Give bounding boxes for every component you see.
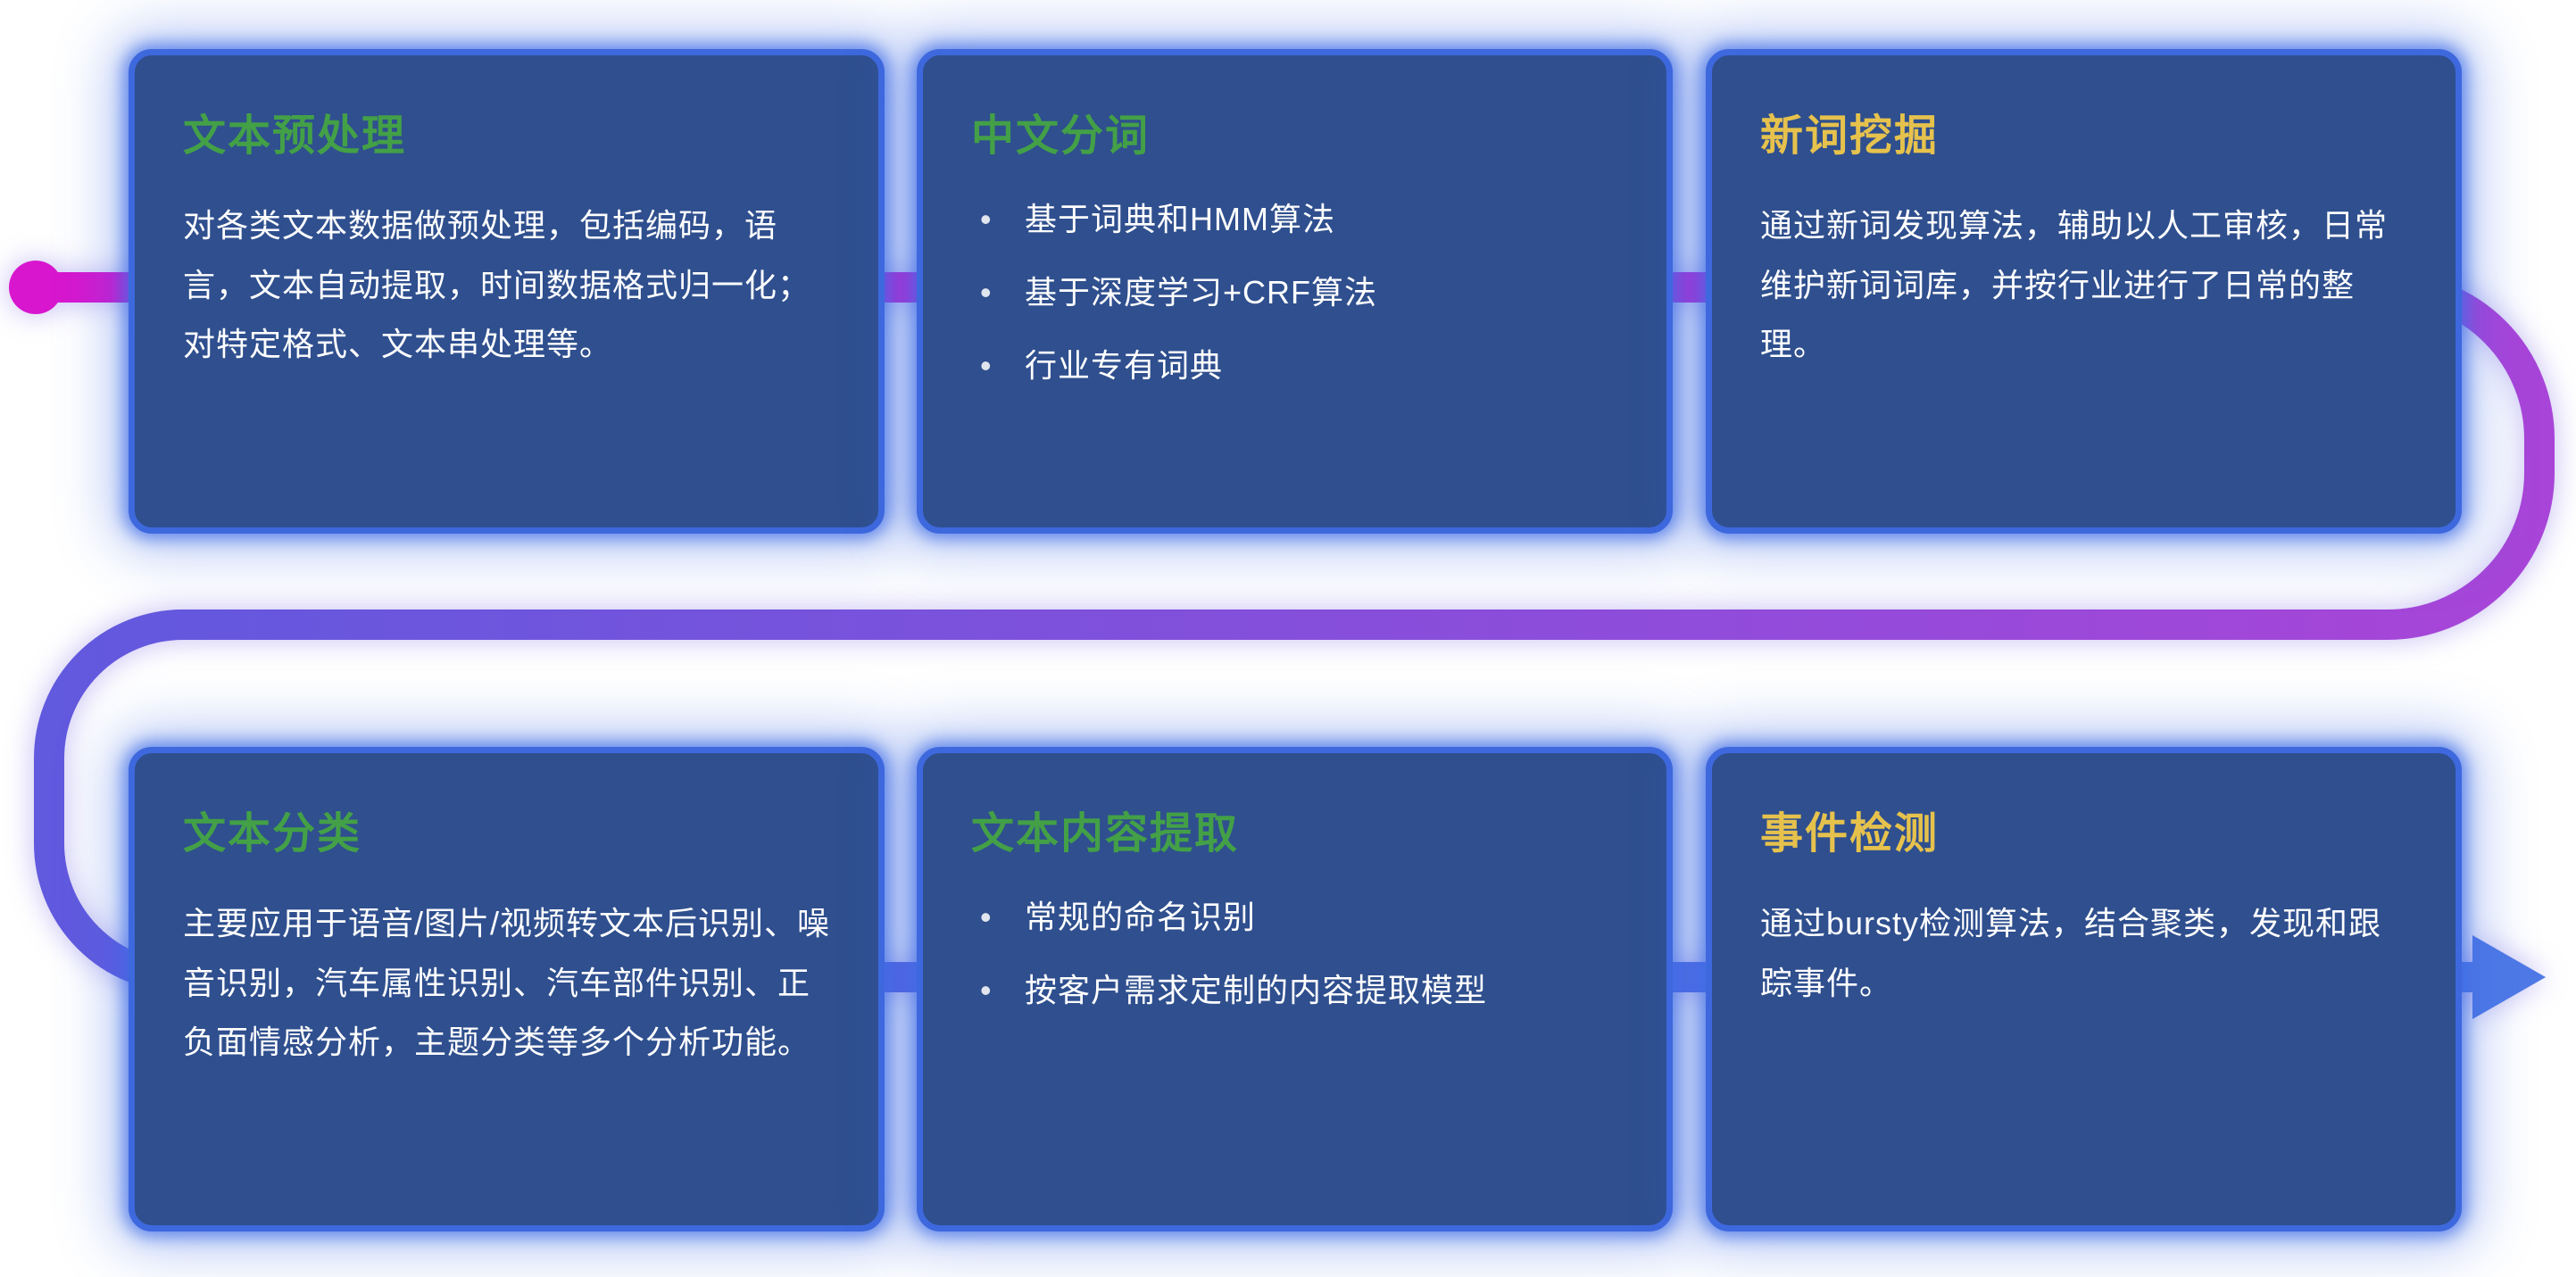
card-text-content-extraction: 文本内容提取 常规的命名识别按客户需求定制的内容提取模型 <box>917 747 1673 1231</box>
card-body-text: 主要应用于语音/图片/视频转文本后识别、噪音识别，汽车属性识别、汽车部件识别、正… <box>183 905 831 1061</box>
card-text-classification: 文本分类 主要应用于语音/图片/视频转文本后识别、噪音识别，汽车属性识别、汽车部… <box>129 747 885 1231</box>
card-title: 文本内容提取 <box>971 810 1240 858</box>
card-text-preprocessing: 文本预处理 对各类文本数据做预处理，包括编码，语言，文本自动提取，时间数据格式归… <box>129 49 885 534</box>
flow-segment-middle <box>34 456 2555 800</box>
card-title: 文本分类 <box>183 810 362 858</box>
card-title: 新词挖掘 <box>1760 112 1940 160</box>
card-bullet-list: 基于词典和HMM算法基于深度学习+CRF算法行业专有词典 <box>971 196 1618 390</box>
card-body-text: 通过bursty检测算法，结合聚类，发现和跟踪事件。 <box>1760 905 2382 1001</box>
card-body-text: 对各类文本数据做预处理，包括编码，语言，文本自动提取，时间数据格式归一化；对特定… <box>183 207 811 363</box>
card-title: 文本预处理 <box>183 112 407 160</box>
card-chinese-word-segmentation: 中文分词 基于词典和HMM算法基于深度学习+CRF算法行业专有词典 <box>917 49 1673 534</box>
bullet-item: 行业专有词典 <box>971 343 1618 389</box>
arrow-right-icon <box>2472 935 2546 1019</box>
card-new-word-mining: 新词挖掘 通过新词发现算法，辅助以人工审核，日常维护新词词库，并按行业进行了日常… <box>1706 49 2462 534</box>
card-title: 中文分词 <box>971 112 1151 160</box>
card-bullet-list: 常规的命名识别按客户需求定制的内容提取模型 <box>971 894 1618 1015</box>
bullet-item: 基于深度学习+CRF算法 <box>971 269 1618 316</box>
card-title: 事件检测 <box>1760 810 1940 858</box>
bullet-item: 常规的命名识别 <box>971 894 1618 941</box>
card-event-detection: 事件检测 通过bursty检测算法，结合聚类，发现和跟踪事件。 <box>1706 747 2462 1231</box>
card-body-text: 通过新词发现算法，辅助以人工审核，日常维护新词词库，并按行业进行了日常的整理。 <box>1760 207 2389 363</box>
bullet-item: 基于词典和HMM算法 <box>971 196 1618 243</box>
bullet-item: 按客户需求定制的内容提取模型 <box>971 967 1618 1014</box>
